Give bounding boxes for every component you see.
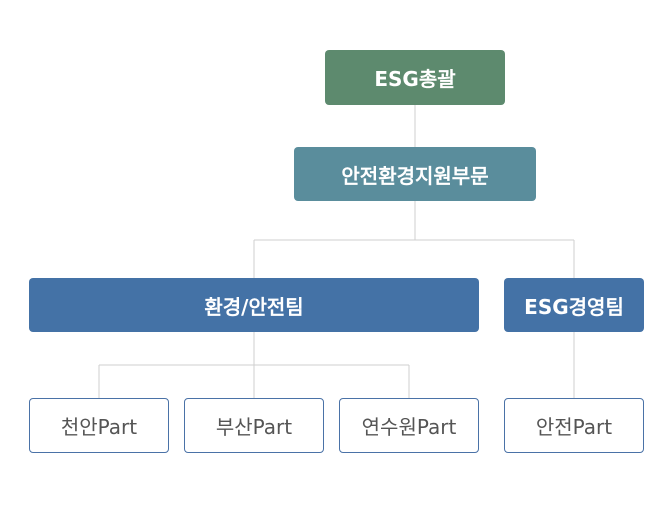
node-esg-management-team: ESG경영팀 xyxy=(504,278,644,332)
node-part-safety: 안전Part xyxy=(504,398,644,453)
node-part-busan: 부산Part xyxy=(184,398,324,453)
node-part-cheonan: 천안Part xyxy=(29,398,169,453)
node-esg-head: ESG총괄 xyxy=(325,50,505,105)
node-environment-safety-team: 환경/안전팀 xyxy=(29,278,479,332)
node-safety-environment-division: 안전환경지원부문 xyxy=(294,147,536,201)
node-part-training-center: 연수원Part xyxy=(339,398,479,453)
